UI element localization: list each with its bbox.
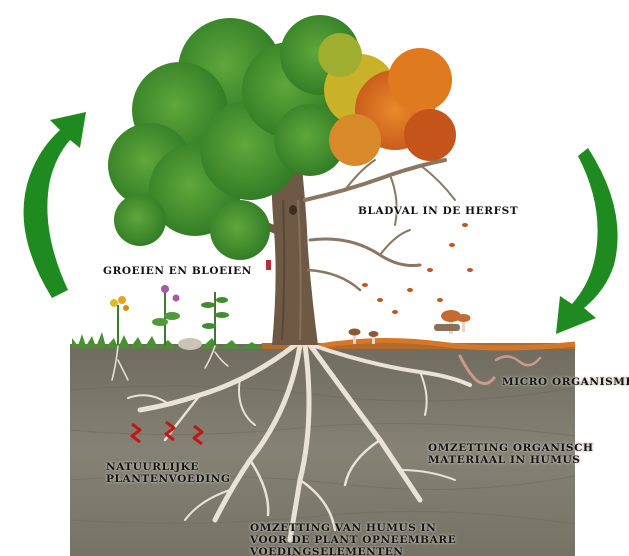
grass-strip xyxy=(72,332,575,349)
label-humus-line2: VOOR DE PLANT OPNEEMBARE xyxy=(250,534,456,546)
label-conversion-line2: MATERIAAL IN HUMUS xyxy=(428,454,580,466)
label-nutrition-line2: PLANTENVOEDING xyxy=(106,473,231,485)
autumn-foliage xyxy=(318,33,456,166)
label-growing: GROEIEN EN BLOEIEN xyxy=(103,265,252,277)
label-humus-line1: OMZETTING VAN HUMUS IN xyxy=(250,522,436,534)
label-leaf-fall: BLADVAL IN DE HERFST xyxy=(358,205,518,217)
falling-leaves xyxy=(362,223,473,314)
label-micro-organisms: MICRO ORGANISMEN xyxy=(502,376,629,388)
arrow-up-curved-icon xyxy=(24,112,86,298)
label-nutrition-line1: NATUURLIJKE xyxy=(106,461,199,473)
label-humus-line3: VOEDINGSELEMENTEN xyxy=(250,546,404,556)
arrow-down-curved-icon xyxy=(556,148,618,334)
label-conversion-line1: OMZETTING ORGANISCH xyxy=(428,442,594,454)
